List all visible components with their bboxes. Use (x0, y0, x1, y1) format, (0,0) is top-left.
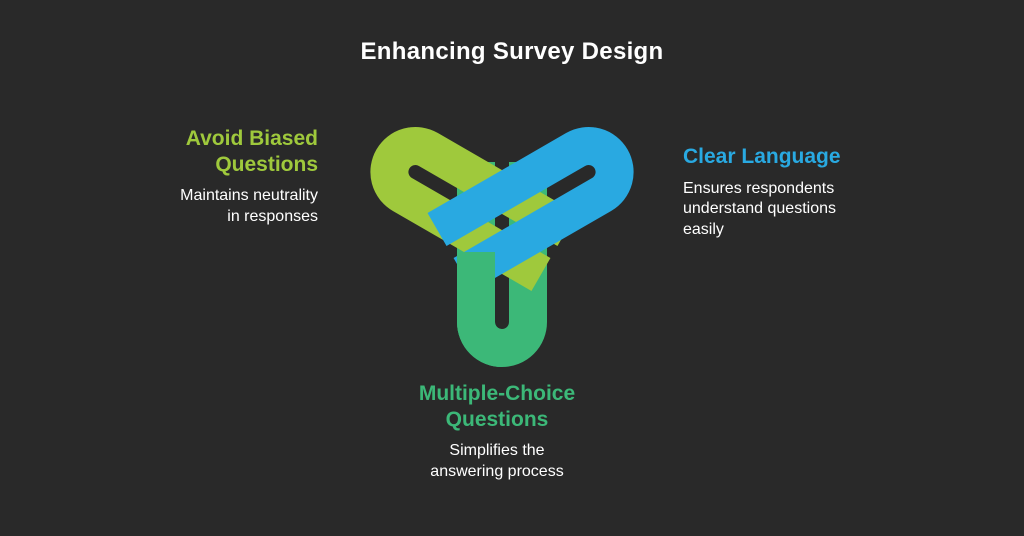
node-clear-language-description: Ensures respondents understand questions… (683, 179, 836, 239)
node-avoid-biased-label: Avoid Biased Questions (185, 127, 318, 176)
node-multiple-choice-description: Simplifies the answering process (430, 442, 564, 481)
trinity-knot-graphic (370, 127, 634, 367)
node-avoid-biased-description: Maintains neutrality in responses (180, 187, 318, 226)
node-multiple-choice-label: Multiple-Choice Questions (418, 382, 576, 431)
node-avoid-biased-questions: Avoid Biased Questions Maintains neutral… (180, 126, 318, 228)
knot-segment-green-overlap-path (457, 252, 504, 367)
node-clear-language: Clear Language Ensures respondents under… (683, 144, 841, 241)
node-clear-language-label: Clear Language (683, 145, 841, 168)
node-multiple-choice: Multiple-Choice Questions Simplifies the… (347, 381, 647, 483)
knot-segment-lime-path (370, 127, 577, 291)
knot-segment-lime (370, 127, 577, 291)
knot-segment-green-overlap (457, 252, 504, 367)
knot-segment-blue (427, 127, 634, 291)
page-title: Enhancing Survey Design (360, 38, 664, 65)
knot-segment-blue-path (427, 127, 634, 291)
